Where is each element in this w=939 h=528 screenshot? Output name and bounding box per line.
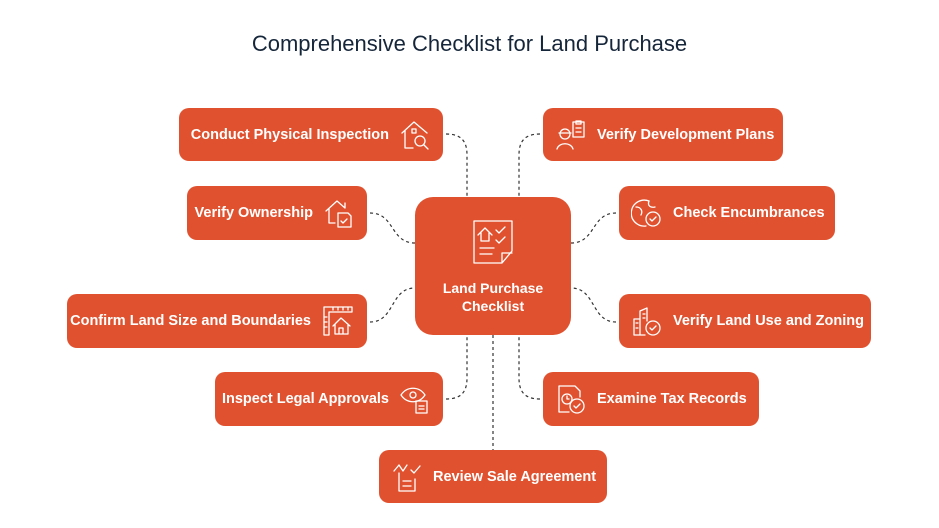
item-label: Examine Tax Records xyxy=(597,391,747,407)
item-label: Inspect Legal Approvals xyxy=(221,391,389,407)
ruler-house-icon xyxy=(323,306,353,336)
item-check-encumbrances[interactable]: Check Encumbrances xyxy=(619,186,835,240)
item-conduct-physical-inspection[interactable]: Conduct Physical Inspection xyxy=(179,108,443,161)
center-node: Land Purchase Checklist xyxy=(415,197,571,335)
checklist-house-icon xyxy=(473,220,513,264)
eye-document-icon xyxy=(400,387,428,414)
connector-legal-approvals xyxy=(445,335,468,400)
page-title: Comprehensive Checklist for Land Purchas… xyxy=(251,31,688,56)
document-clock-check-icon xyxy=(558,385,585,414)
item-examine-tax-records[interactable]: Examine Tax Records xyxy=(543,372,759,426)
item-label: Review Sale Agreement xyxy=(433,468,597,485)
item-confirm-land-size[interactable]: Confirm Land Size and Boundaries xyxy=(67,294,367,348)
signing-document-icon xyxy=(393,463,421,492)
center-title-line2: Checklist xyxy=(461,298,525,314)
item-verify-ownership[interactable]: Verify Ownership xyxy=(187,186,367,240)
globe-check-icon xyxy=(631,199,661,227)
item-verify-land-use-zoning[interactable]: Verify Land Use and Zoning xyxy=(619,294,871,348)
item-label: Verify Development Plans xyxy=(597,126,775,143)
item-verify-development-plans[interactable]: Verify Development Plans xyxy=(543,108,783,161)
connector-physical-inspection xyxy=(445,133,468,197)
item-inspect-legal-approvals[interactable]: Inspect Legal Approvals xyxy=(215,372,443,426)
item-label: Verify Ownership xyxy=(194,205,313,221)
connector-land-use xyxy=(570,287,617,323)
house-document-check-icon xyxy=(325,200,352,228)
item-label: Check Encumbrances xyxy=(673,205,825,221)
item-review-sale-agreement[interactable]: Review Sale Agreement xyxy=(379,450,607,503)
connector-tax-records xyxy=(518,335,541,400)
item-label: Conduct Physical Inspection xyxy=(190,126,389,143)
connector-encumbrances xyxy=(570,212,617,244)
house-search-icon xyxy=(401,120,429,150)
item-label: Confirm Land Size and Boundaries xyxy=(70,313,311,329)
connector-land-size xyxy=(369,287,416,323)
building-check-icon xyxy=(633,307,661,336)
item-label: Verify Land Use and Zoning xyxy=(673,313,864,329)
center-title-line1: Land Purchase xyxy=(442,280,544,296)
connector-ownership xyxy=(369,212,416,244)
engineer-clipboard-icon xyxy=(556,119,585,150)
connector-development-plans xyxy=(518,133,541,197)
